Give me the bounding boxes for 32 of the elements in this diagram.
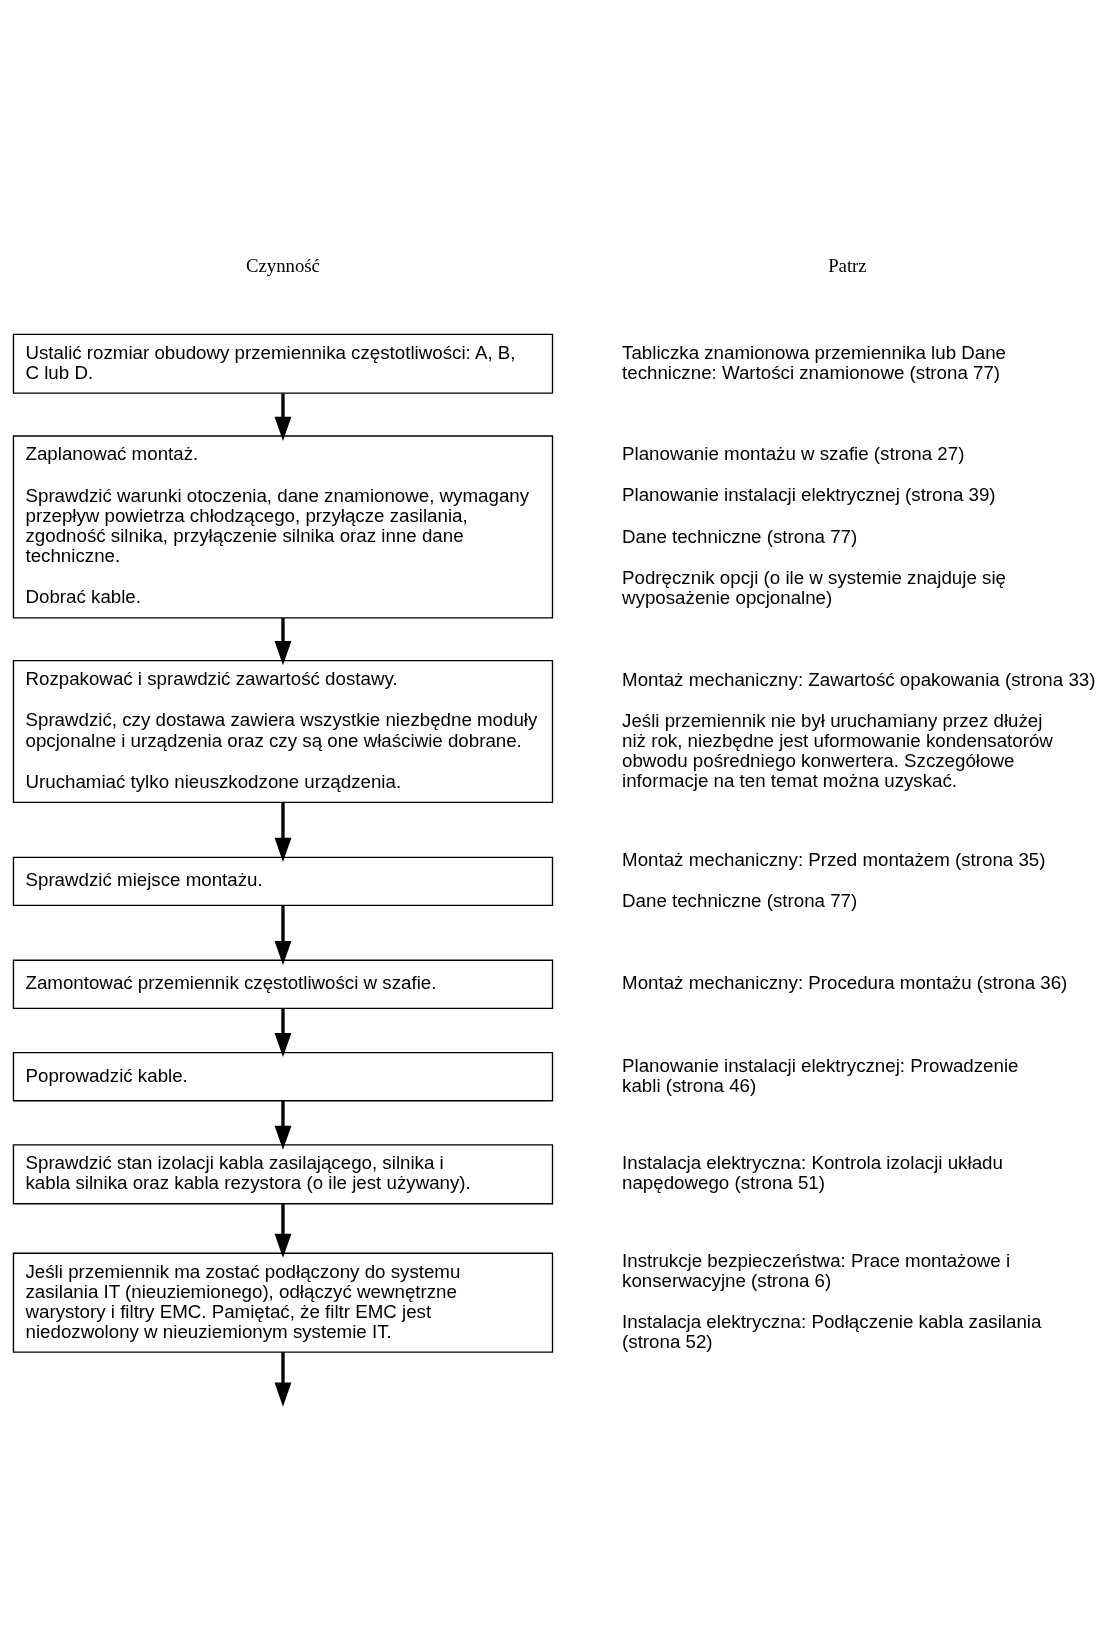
node-box: Zaplanować montaż. Sprawdzić warunki otoczenia, dane znamionowe, wymagany przepływ powietrza chłodzącego, przyłącze zasilania, zgodność silnika, przyłączenie silnika oraz inne dane techniczne. Dobrać kable. [12,434,554,619]
node-label: Podręcznik opcji (o ile w systemie znajduje się wyposażenie opcjonalne) [622,566,1006,608]
node-label: Dane techniczne (strona 77) [622,525,858,547]
arrow [274,1008,292,1057]
arrow [274,617,292,665]
node-box: Zamontować przemiennik częstotliwości w szafie. [12,959,554,1009]
node-label: Instalacja elektryczna: Kontrola izolacji układu napędowego (strona 51) [622,1151,1003,1193]
arrow [274,392,292,441]
node-label: Instalacja elektryczna: Podłączenie kabla zasilania (strona 52) [622,1310,1042,1352]
arrow [274,1203,292,1258]
node-label: Planowanie montażu w szafie (strona 27) [622,442,965,464]
node-box: Sprawdzić miejsce montażu. [12,856,554,906]
node-box: Sprawdzić stan izolacji kabla zasilającego, silnika i kabla silnika oraz kabla rezystora (o ile jest używany). [12,1143,554,1204]
arrow [274,904,292,965]
arrow [274,1100,292,1150]
arrow [274,1351,292,1407]
node-label: Dane techniczne (strona 77) [622,889,858,911]
node-label: Jeśli przemiennik nie był uruchamiany przez dłużej niż rok, niezbędne jest uformowanie kondensatorów obwodu pośredniego konwertera. Szczegółowe informacje na ten temat można uzyskać. [622,709,1053,791]
node-label: Montaż mechaniczny: Przed montażem (strona 35) [622,848,1046,870]
node-label: Tabliczka znamionowa przemiennika lub Dane techniczne: Wartości znamionowe (strona 77) [622,341,1006,383]
node-box: Jeśli przemiennik ma zostać podłączony do systemu zasilania IT (nieuziemionego), odłączyć wewnętrzne warystory i filtry EMC. Pamiętać, że filtr EMC jest niedozwolony w nieuziemionym systemie IT. [12,1252,554,1353]
node-box: Poprowadzić kable. [12,1051,554,1101]
node-label: Montaż mechaniczny: Procedura montażu (strona 36) [622,971,1068,993]
node-label: Montaż mechaniczny: Zawartość opakowania (strona 33) [622,668,1096,690]
node-box: Ustalić rozmiar obudowy przemiennika częstotliwości: A, B, C lub D. [12,333,554,394]
node-label: Instrukcje bezpieczeństwa: Prace montażowe i konserwacyjne (strona 6) [622,1249,1011,1291]
node-box: Rozpakować i sprawdzić zawartość dostawy. Sprawdzić, czy dostawa zawiera wszystkie niezbędne moduły opcjonalne i urządzenia oraz czy są one właściwie dobrane. Uruchamiać tylko nieuszkodzone urządzenia. [12,659,554,803]
label: Czynność [246,254,320,276]
node-label: Planowanie instalacji elektrycznej: Prowadzenie kabli (strona 46) [622,1054,1019,1096]
node-label: Planowanie instalacji elektrycznej (strona 39) [622,483,996,505]
label: Patrz [828,254,867,276]
arrow [274,802,292,862]
